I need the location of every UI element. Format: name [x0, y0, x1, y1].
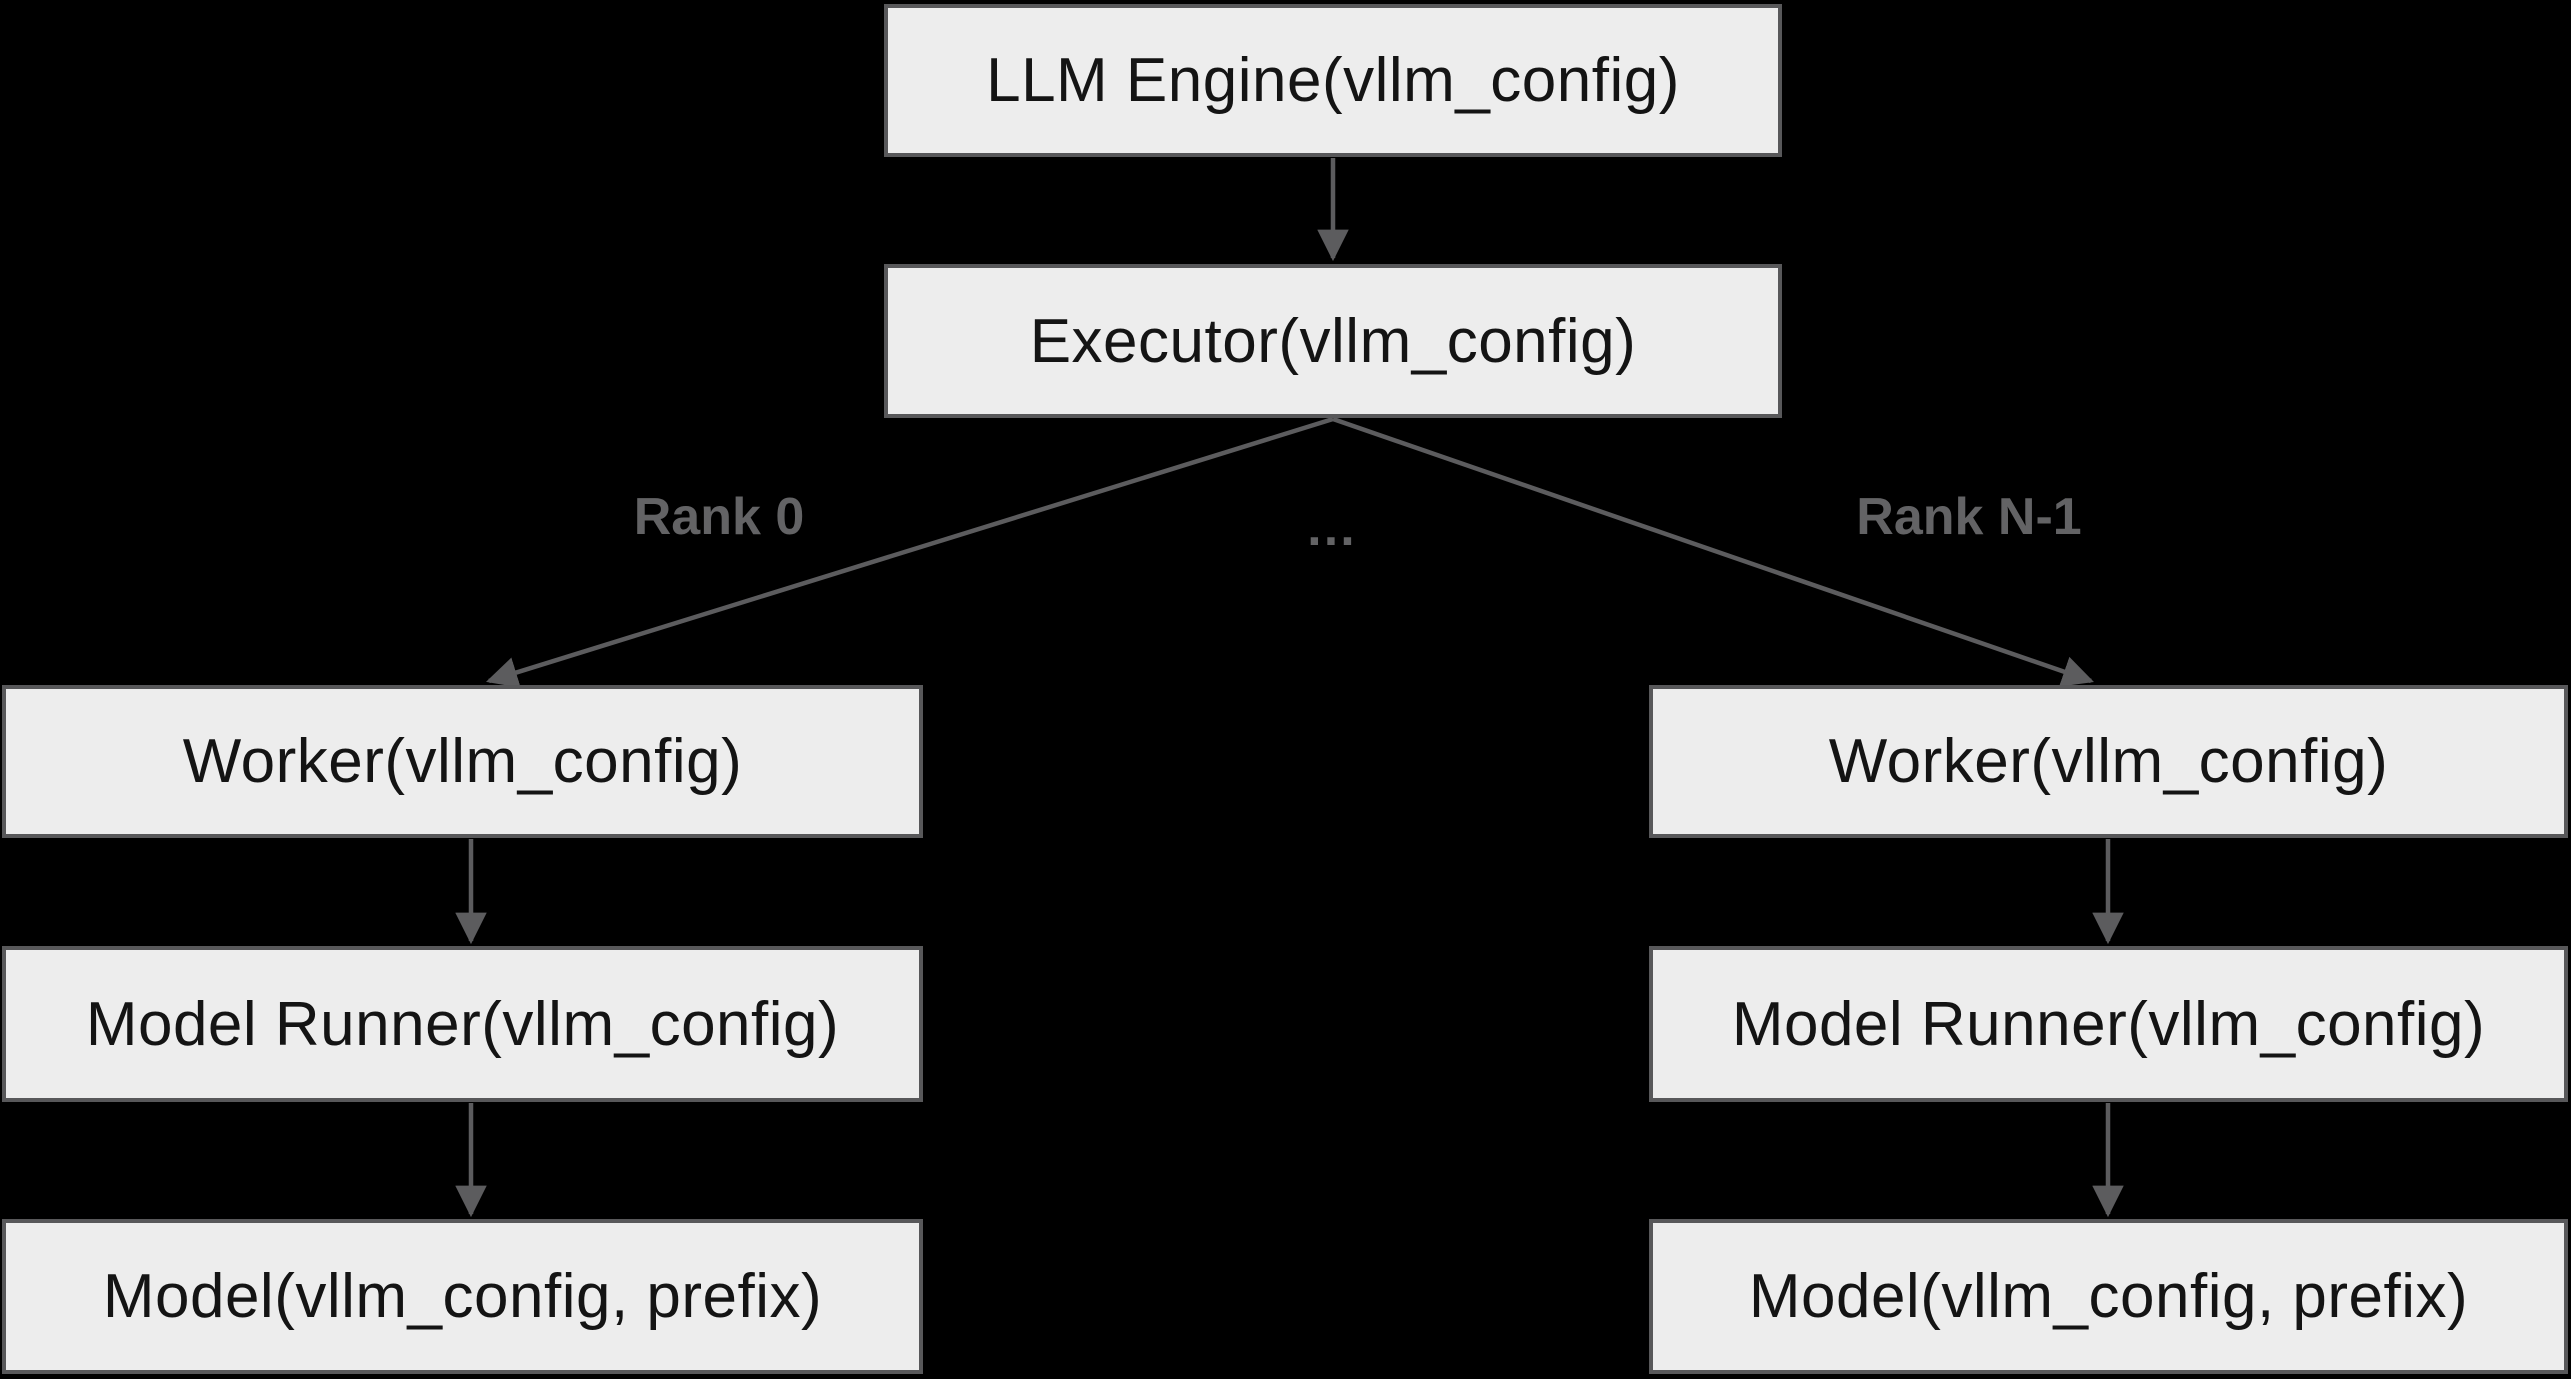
node-worker-rankn: Worker(vllm_config) [1649, 685, 2568, 838]
node-executor-label: Executor(vllm_config) [1029, 306, 1637, 376]
node-llm-engine-label: LLM Engine(vllm_config) [986, 46, 1680, 115]
node-model-runner-rankn-label: Model Runner(vllm_config) [1731, 989, 2486, 1059]
node-model-rank0: Model(vllm_config, prefix) [2, 1219, 923, 1374]
node-model-rankn-label: Model(vllm_config, prefix) [1748, 1262, 2469, 1331]
edge-label-rank-n-1: Rank N-1 [1856, 488, 2082, 546]
node-worker-rankn-label: Worker(vllm_config) [1828, 727, 2389, 796]
node-worker-rank0: Worker(vllm_config) [2, 685, 923, 838]
node-model-runner-rankn: Model Runner(vllm_config) [1649, 946, 2568, 1102]
node-model-rank0-label: Model(vllm_config, prefix) [102, 1262, 823, 1331]
edge-label-ellipsis: … [1305, 499, 1357, 557]
node-worker-rank0-label: Worker(vllm_config) [182, 727, 743, 796]
node-llm-engine: LLM Engine(vllm_config) [884, 4, 1782, 157]
edge-label-rank-0: Rank 0 [633, 488, 805, 546]
edge-executor-to-worker-rank0 [485, 416, 1334, 688]
node-model-runner-rank0-label: Model Runner(vllm_config) [85, 989, 840, 1059]
node-model-runner-rank0: Model Runner(vllm_config) [2, 946, 923, 1102]
edge-executor-to-worker-rankn [1332, 416, 2094, 687]
node-executor: Executor(vllm_config) [884, 264, 1782, 418]
node-model-rankn: Model(vllm_config, prefix) [1649, 1219, 2568, 1374]
